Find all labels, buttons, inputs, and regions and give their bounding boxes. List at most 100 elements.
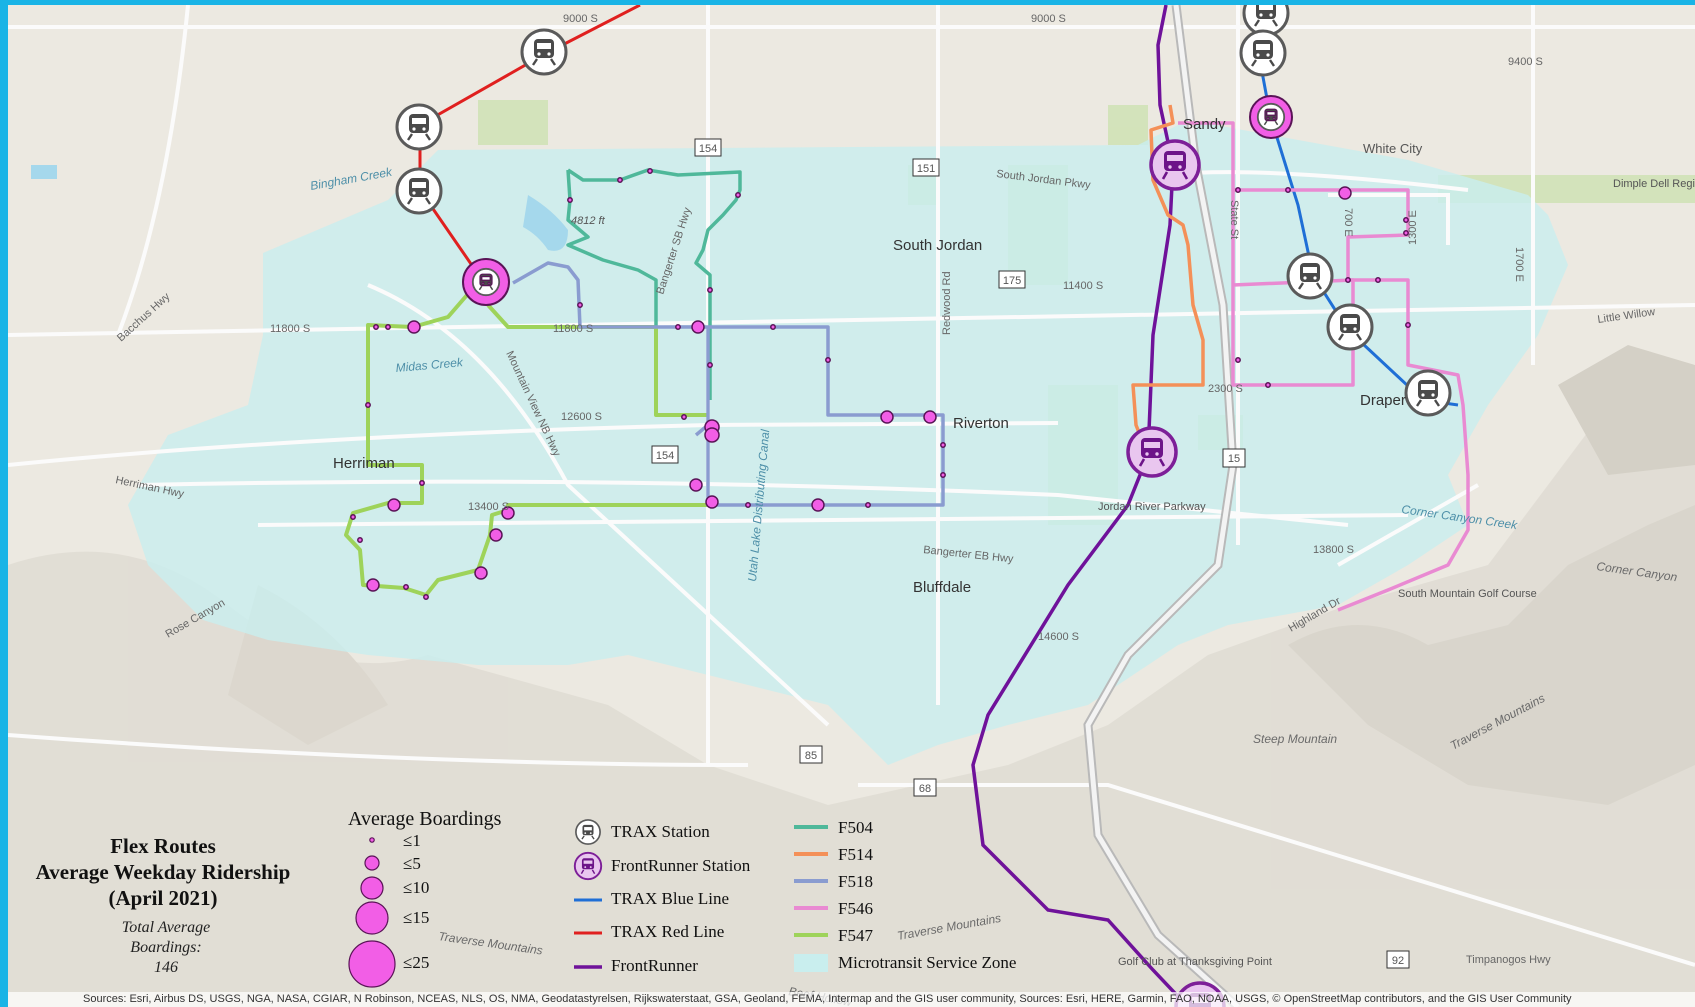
svg-text:700 E: 700 E — [1342, 208, 1354, 237]
svg-text:Sandy: Sandy — [1183, 116, 1226, 133]
svg-text:2300 S: 2300 S — [1208, 383, 1243, 395]
stops-f518-f504 — [567, 168, 946, 512]
svg-text:Herriman: Herriman — [333, 455, 395, 472]
trax-station-icon — [520, 28, 568, 76]
boardings-class-label: ≤25 — [403, 953, 430, 972]
shield-175: 175 — [998, 270, 1026, 289]
shield-68: 68 — [913, 778, 937, 797]
svg-text:Golf Club at Thanksgiving Poin: Golf Club at Thanksgiving Point — [1118, 956, 1272, 968]
frontrunner-station-icon — [573, 851, 603, 881]
route-f514 — [1131, 104, 1205, 456]
stops-f547 — [350, 320, 687, 600]
svg-text:92: 92 — [1392, 955, 1404, 967]
trax-station-icon — [1286, 252, 1334, 300]
trax-station-icon — [395, 167, 443, 215]
svg-text:Steep Mountain: Steep Mountain — [1253, 732, 1337, 746]
svg-text:11400 S: 11400 S — [1063, 280, 1103, 292]
legend-f504: F504 — [838, 818, 873, 837]
svg-text:White City: White City — [1363, 141, 1423, 156]
svg-text:4812 ft: 4812 ft — [571, 215, 606, 227]
legend-f518: F518 — [838, 872, 873, 891]
stops-f546 — [1235, 186, 1411, 388]
trax-station-icon — [575, 819, 601, 845]
shield-85: 85 — [799, 745, 823, 764]
route-f504 — [566, 168, 742, 400]
boardings-class-1 — [369, 837, 375, 843]
legend-trax-red-line: TRAX Red Line — [611, 922, 725, 941]
map-frame: 154 151 154 175 15 85 68 92 South Jordan… — [8, 5, 1695, 1007]
boardings-class-label: ≤10 — [403, 878, 430, 897]
boardings-class-15 — [355, 901, 389, 935]
map-canvas[interactable]: 154 151 154 175 15 85 68 92 South Jordan… — [8, 5, 1695, 1007]
svg-text:11800 S: 11800 S — [553, 323, 593, 335]
trax-station-icon — [395, 103, 443, 151]
svg-text:9000 S: 9000 S — [563, 13, 598, 25]
svg-text:Jordan River Parkway: Jordan River Parkway — [1098, 501, 1206, 513]
boardings-class-10 — [360, 876, 384, 900]
shield-92: 92 — [1386, 950, 1410, 969]
legend-f514: F514 — [838, 845, 873, 864]
water-features — [31, 165, 568, 251]
svg-text:Redwood Rd: Redwood Rd — [941, 271, 953, 335]
legend-title: Flex Routes Average Weekday Ridership (A… — [35, 834, 291, 910]
large-boarding-stops — [462, 95, 1293, 306]
svg-text:Dimple Dell Regional P: Dimple Dell Regional P — [1613, 178, 1695, 190]
svg-text:State St: State St — [1228, 200, 1240, 239]
svg-text:Bluffdale: Bluffdale — [913, 579, 971, 596]
boardings-class-label: ≤15 — [403, 908, 430, 927]
svg-text:South Mountain Golf Course: South Mountain Golf Course — [1398, 588, 1537, 600]
line-symbols — [573, 819, 603, 969]
legend-f547: F547 — [838, 926, 873, 945]
svg-text:9000 S: 9000 S — [1031, 13, 1066, 25]
trax-station-icon — [1404, 369, 1452, 417]
legend-trax-station: TRAX Station — [611, 822, 710, 841]
frontrunner-station-icon — [1126, 426, 1178, 478]
trax-station-icon — [1239, 29, 1287, 77]
boardings-class-label: ≤1 — [403, 831, 421, 850]
svg-text:Draper: Draper — [1360, 392, 1406, 409]
legend-frontrunner-station: FrontRunner Station — [611, 856, 751, 875]
svg-text:9400 S: 9400 S — [1508, 56, 1543, 68]
shield-154: 154 — [694, 138, 722, 157]
frontrunner-station-icon — [1149, 139, 1201, 191]
attribution-credits: Sources: Esri, Airbus DS, USGS, NGA, NAS… — [8, 992, 1695, 1007]
svg-text:14600 S: 14600 S — [1038, 631, 1079, 643]
trax-station-icon — [1326, 303, 1374, 351]
svg-text:154: 154 — [699, 143, 717, 155]
shield-151: 151 — [912, 158, 940, 177]
route-symbols — [794, 825, 828, 972]
svg-text:154: 154 — [656, 450, 674, 462]
legend-frontrunner: FrontRunner — [611, 956, 698, 975]
boardings-class-label: ≤5 — [403, 854, 421, 873]
interstate-15 — [1083, 5, 1242, 1007]
boardings-symbols — [348, 837, 396, 988]
legend-f546: F546 — [838, 899, 873, 918]
svg-text:1700 E: 1700 E — [1513, 247, 1525, 282]
city-labels: South Jordan Riverton Herriman Bluffdale… — [333, 116, 1423, 596]
svg-text:1300 E: 1300 E — [1407, 210, 1419, 245]
svg-text:85: 85 — [805, 750, 817, 762]
map-legend: Flex Routes Average Weekday Ridership (A… — [8, 800, 1058, 996]
place-labels: 4812 ft Jordan River Parkway South Mount… — [571, 178, 1695, 968]
microtransit-swatch — [794, 954, 828, 972]
boardings-class-5 — [364, 855, 380, 871]
legend-trax-blue-line: TRAX Blue Line — [611, 889, 730, 908]
shield-154b: 154 — [651, 445, 679, 464]
svg-text:Timpanogos Hwy: Timpanogos Hwy — [1466, 954, 1551, 966]
svg-text:Riverton: Riverton — [953, 415, 1009, 432]
svg-text:175: 175 — [1003, 275, 1021, 287]
shield-15: 15 — [1222, 448, 1246, 468]
svg-text:15: 15 — [1228, 453, 1240, 465]
boardings-class-25 — [348, 940, 396, 988]
legend-microtransit: Microtransit Service Zone — [838, 953, 1017, 972]
boardings-heading: Average Boardings — [348, 808, 502, 830]
svg-text:12600 S: 12600 S — [561, 411, 602, 423]
svg-text:Midas Creek: Midas Creek — [395, 355, 464, 375]
frontrunner-line — [971, 5, 1190, 1007]
svg-text:13800 S: 13800 S — [1313, 544, 1354, 556]
svg-text:South Jordan: South Jordan — [893, 237, 982, 254]
svg-text:11800 S: 11800 S — [270, 323, 310, 335]
svg-text:68: 68 — [919, 783, 931, 795]
highway-shields: 154 151 154 175 15 85 68 92 — [651, 138, 1410, 969]
total-boardings: Total Average Boardings: 146 — [121, 919, 211, 976]
